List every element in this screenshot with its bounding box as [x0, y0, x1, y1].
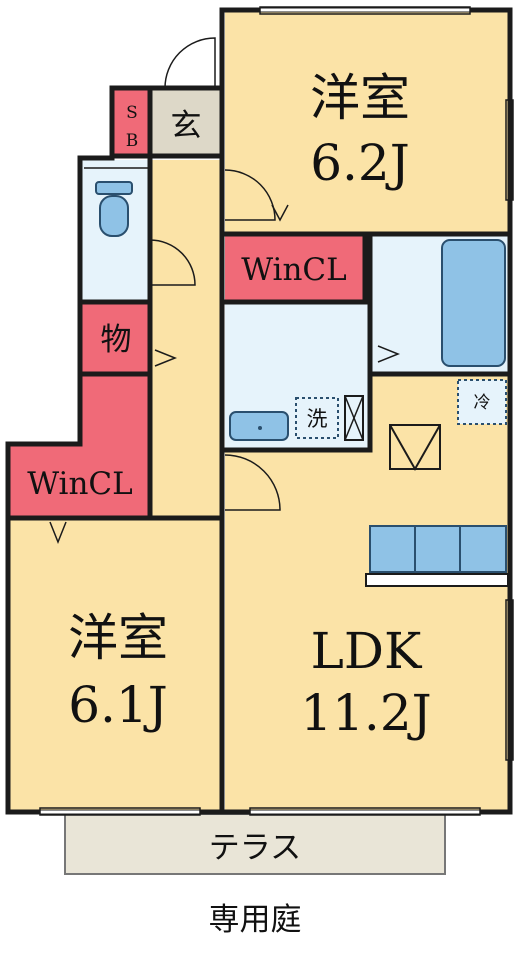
shoebox-s-label: S — [126, 103, 138, 123]
wincl-left-area-lower — [10, 446, 150, 518]
range-hood-mark — [389, 424, 441, 472]
terrace-label: テラス — [209, 830, 301, 866]
washer-space — [295, 397, 339, 439]
storage-area — [82, 304, 150, 374]
terrace-area — [64, 813, 446, 875]
garden-label: 専用庭 — [209, 902, 302, 938]
fridge-label: 冷 — [474, 393, 491, 413]
linen-shelf-x2 — [344, 395, 364, 441]
bedroom-left-area — [10, 518, 222, 810]
storage-door-mark — [154, 349, 178, 367]
toilet-bowl — [99, 195, 129, 237]
washbasin-drain — [258, 426, 262, 430]
bedroom-top-area — [225, 10, 509, 232]
ldk-door-swing — [224, 454, 281, 511]
bedroom-left-size: 6.1J — [68, 676, 168, 734]
fridge-space — [457, 379, 507, 425]
ldk-name: LDK — [311, 622, 423, 680]
hall-door-swing — [149, 239, 196, 286]
ldk-size: 11.2J — [300, 684, 431, 742]
kitchen-counter-edge — [365, 573, 509, 587]
ldk-dining-extension — [225, 452, 360, 512]
kitchen-counter — [369, 525, 507, 573]
toilet-tank — [95, 181, 133, 195]
entrance-label: 玄 — [171, 108, 202, 144]
hallway-area — [150, 160, 222, 518]
windows — [40, 8, 480, 814]
doors — [49, 37, 401, 545]
storage-label: 物 — [101, 322, 132, 358]
wincl-top-area — [225, 236, 363, 302]
washer-label: 洗 — [307, 407, 328, 431]
linen-shelf — [344, 395, 364, 441]
walls — [5, 7, 513, 815]
shoebox-area — [114, 90, 150, 156]
top-door-mark — [271, 204, 289, 222]
entrance-area — [150, 90, 222, 156]
bedroom-left-door-mark — [49, 521, 67, 545]
wincl-top-label: WinCL — [241, 252, 347, 288]
bath-door-mark — [377, 345, 401, 363]
washbasin-fixture — [229, 411, 289, 441]
bedroom-top-name: 洋室 — [310, 69, 410, 127]
bedroom-top-size: 6.2J — [310, 134, 410, 192]
shoebox-b-label: B — [126, 131, 139, 151]
window-frames — [39, 6, 514, 816]
bedroom-left-name: 洋室 — [68, 609, 168, 667]
entrance-door-swing — [164, 37, 216, 89]
wincl-left-label: WinCL — [27, 466, 133, 502]
bathtub-fixture — [441, 239, 506, 367]
bedroom-top-door-swing — [224, 169, 276, 221]
